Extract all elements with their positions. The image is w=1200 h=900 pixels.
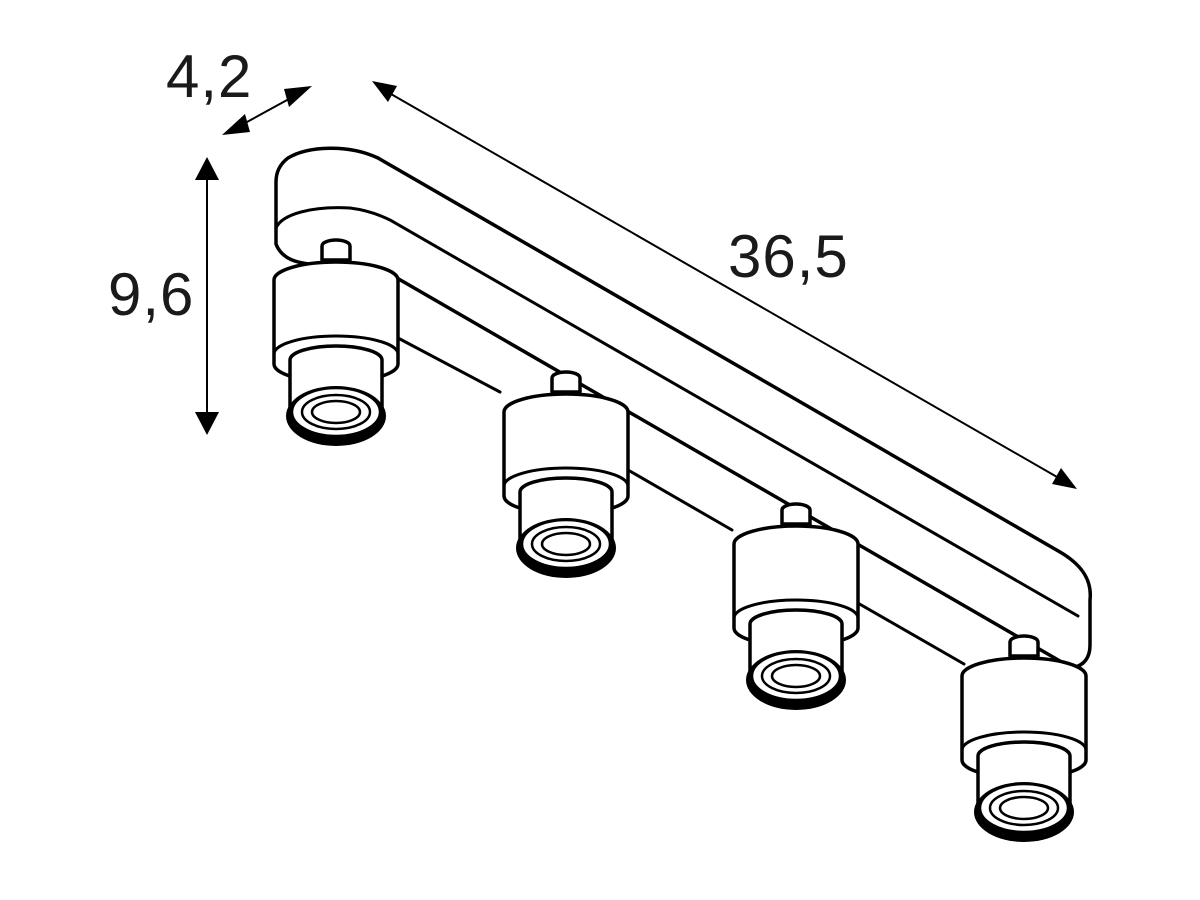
height-dimension-label: 9,6	[108, 261, 194, 328]
spotlight-stem	[550, 370, 582, 394]
spotlight-3	[732, 502, 860, 710]
spotlight-group	[272, 238, 1088, 842]
spotlight-2	[502, 370, 630, 578]
length-dimension-arrow	[372, 81, 1077, 489]
rail-edge-top	[274, 206, 1080, 618]
mounting-rail	[274, 146, 1093, 670]
spotlight-head-seam	[502, 466, 630, 488]
rail-underside	[396, 336, 966, 666]
depth-dimension-label: 4,2	[166, 43, 252, 110]
spotlight-stem	[1008, 634, 1040, 658]
spotlight-head-seam	[272, 334, 400, 356]
spotlight-4	[960, 634, 1088, 842]
height-dimension-arrow	[195, 157, 219, 435]
lens-center	[770, 663, 822, 689]
length-dimension-label: 36,5	[728, 223, 849, 290]
depth-dimension-arrow	[222, 86, 312, 135]
spotlight-stem	[780, 502, 812, 526]
spotlight-stem	[320, 238, 352, 262]
lens-center	[998, 795, 1050, 821]
lens-center	[310, 399, 362, 425]
spotlight-1	[272, 238, 400, 446]
spotlight-head-seam	[960, 730, 1088, 752]
spotlight-head-seam	[732, 598, 860, 620]
lens-center	[540, 531, 592, 557]
